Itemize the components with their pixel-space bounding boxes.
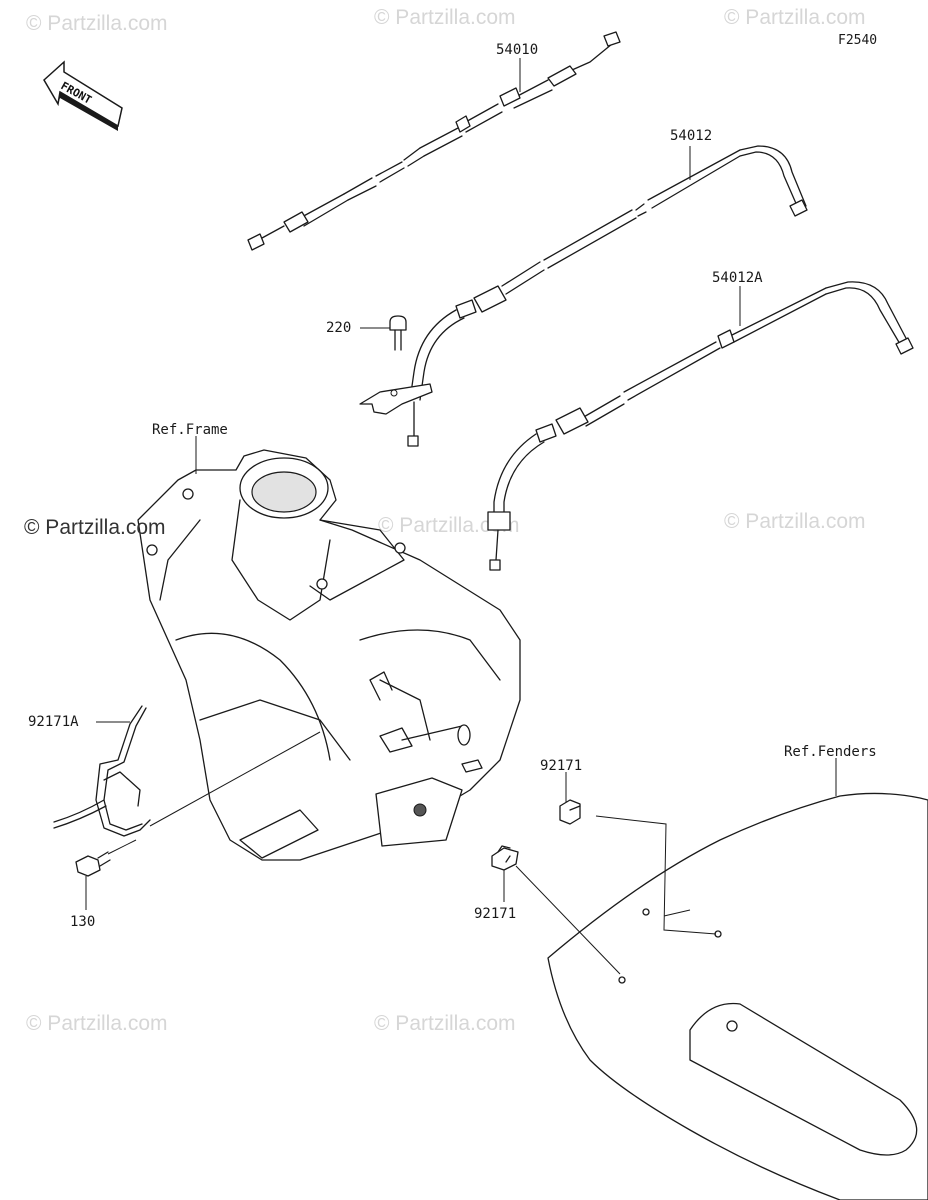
watermark: © Partzilla.com [26, 12, 168, 35]
label-92171-lower: 92171 [474, 906, 516, 922]
watermark: © Partzilla.com [378, 514, 520, 537]
watermark: © Partzilla.com [724, 6, 866, 29]
ref-fenders-label: Ref.Fenders [784, 744, 877, 760]
cable-54010 [247, 31, 621, 251]
bolt-130 [75, 851, 111, 877]
watermark: © Partzilla.com [26, 1012, 168, 1035]
watermark: © Partzilla.com [724, 510, 866, 533]
diagram-code: F2540 [838, 33, 877, 48]
label-92171A: 92171A [28, 714, 79, 730]
label-92171-upper: 92171 [540, 758, 582, 774]
label-54012A: 54012A [712, 270, 763, 286]
clip-92171-upper [559, 799, 581, 825]
label-54012: 54012 [670, 128, 712, 144]
bolt-220 [389, 315, 407, 351]
label-130: 130 [70, 914, 95, 930]
clip-92171A [53, 705, 151, 837]
watermark: © Partzilla.com [374, 6, 516, 29]
front-arrow-icon: FRONT [43, 60, 123, 131]
watermark: © Partzilla.com [374, 1012, 516, 1035]
clip-92171-lower [491, 845, 519, 871]
fender-reference [547, 792, 928, 1200]
cable-54012A [487, 281, 914, 571]
cable-54012 [359, 145, 808, 447]
ref-frame-label: Ref.Frame [152, 422, 228, 438]
label-54010: 54010 [496, 42, 538, 58]
frame-reference [137, 449, 521, 861]
label-220: 220 [326, 320, 351, 336]
watermark-main: © Partzilla.com [24, 516, 166, 539]
